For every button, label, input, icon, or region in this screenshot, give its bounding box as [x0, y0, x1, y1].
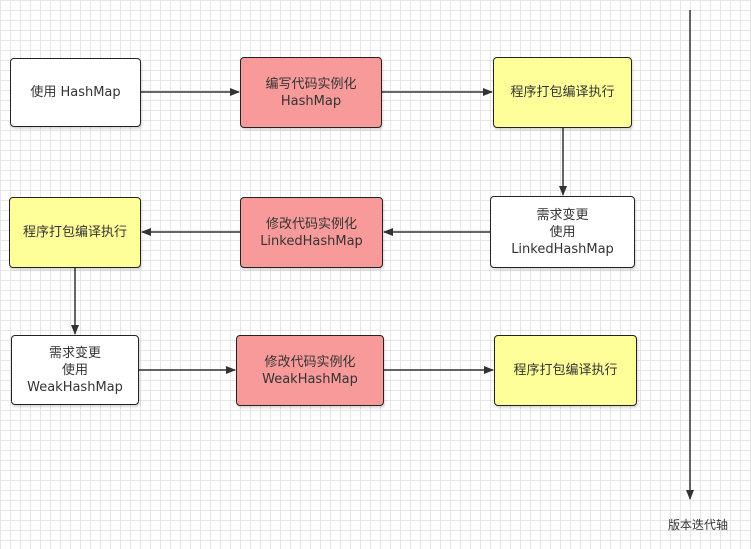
- node-label: 程序打包编译执行: [513, 363, 618, 378]
- node-compile-1: 程序打包编译执行: [493, 57, 632, 128]
- version-axis-label: 版本迭代轴: [667, 518, 728, 532]
- node-compile-2: 程序打包编译执行: [9, 197, 141, 268]
- node-label: 使用: [61, 362, 88, 378]
- node-label: 编写代码实例化: [265, 76, 357, 92]
- node-label: 使用: [549, 224, 576, 240]
- node-label: 修改代码实例化: [264, 354, 356, 370]
- node-label: 需求变更: [48, 345, 101, 361]
- node-use-hashmap: 使用 HashMap: [10, 58, 141, 127]
- node-label: 使用 HashMap: [30, 85, 121, 100]
- node-label: 程序打包编译执行: [22, 225, 127, 240]
- node-modify-weak: 修改代码实例化 WeakHashMap: [236, 335, 384, 406]
- node-req-weak: 需求变更 使用 WeakHashMap: [11, 335, 139, 405]
- node-label: WeakHashMap: [262, 371, 358, 387]
- node-compile-3: 程序打包编译执行: [494, 335, 637, 406]
- node-modify-linked: 修改代码实例化 LinkedHashMap: [240, 197, 383, 268]
- node-label: 修改代码实例化: [265, 216, 357, 232]
- node-label: LinkedHashMap: [260, 233, 363, 249]
- node-label: 程序打包编译执行: [510, 85, 615, 100]
- node-label: LinkedHashMap: [511, 241, 614, 257]
- node-write-hashmap: 编写代码实例化 HashMap: [240, 57, 382, 128]
- node-label: HashMap: [280, 93, 342, 109]
- node-label: 需求变更: [536, 207, 589, 223]
- node-label: WeakHashMap: [27, 379, 123, 395]
- node-req-linked: 需求变更 使用 LinkedHashMap: [490, 196, 635, 268]
